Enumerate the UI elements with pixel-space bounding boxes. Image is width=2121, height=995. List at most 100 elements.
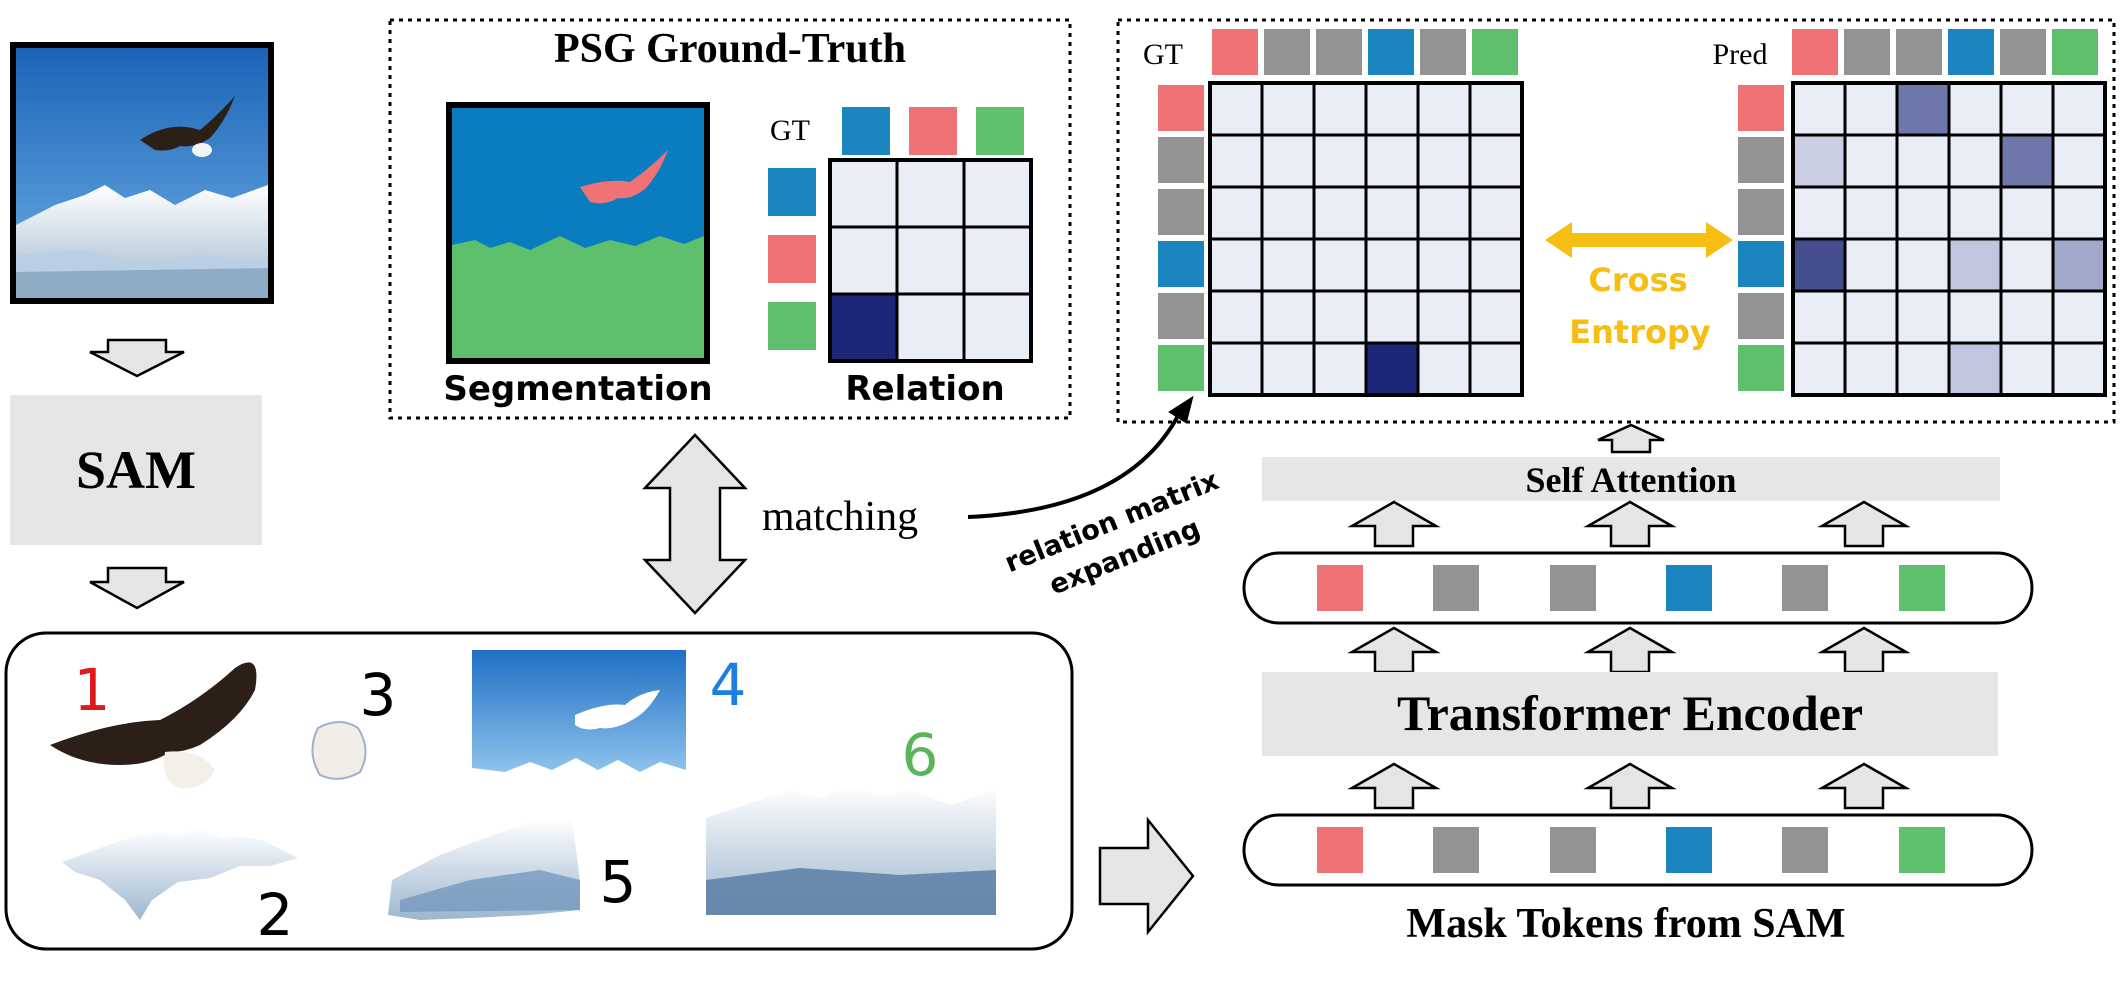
gt-matrix-cell-5-1 [1260, 341, 1316, 397]
mask-label-3: 3 [360, 661, 397, 729]
gt-side-swatch-2 [1158, 189, 1204, 235]
cross-entropy-line1: Cross [1588, 261, 1687, 299]
gt-matrix-cell-2-5 [1468, 185, 1524, 241]
pred-matrix-cell-4-4 [1999, 289, 2055, 345]
psg-side-colors [768, 168, 816, 350]
pred-matrix-border [1791, 81, 2107, 397]
pred-matrix-cell-5-3 [1947, 341, 2003, 397]
upper-token-2 [1550, 565, 1596, 611]
pred-header-swatch-1 [1844, 29, 1890, 75]
lower-token-1 [1433, 827, 1479, 873]
pred-side-swatch-4 [1738, 293, 1784, 339]
gt-matrix-cell-1-0 [1208, 133, 1264, 189]
gt-header-swatch-5 [1472, 29, 1518, 75]
pred-side-swatch-2 [1738, 189, 1784, 235]
gt-matrix-cell-2-2 [1312, 185, 1368, 241]
upper-token-1 [1433, 565, 1479, 611]
mask-label-5: 5 [600, 848, 637, 916]
gt-matrix-cell-3-1 [1260, 237, 1316, 293]
mask-eagle [50, 662, 257, 789]
pred-matrix-cell-2-5 [2051, 185, 2107, 241]
pred-matrix-cell-4-0 [1791, 289, 1847, 345]
up-arrow-middle-0 [1347, 626, 1441, 674]
pred-matrix-cell-2-3 [1947, 185, 2003, 241]
down-arrow-2 [89, 566, 185, 610]
pred-matrix-cell-3-5 [2051, 237, 2107, 293]
sam-box: SAM [10, 395, 262, 545]
mask-eagle-head [311, 721, 367, 780]
matching-arrow [642, 433, 748, 615]
up-arrow-lower-1 [1583, 762, 1677, 810]
self-attention-box: Self Attention [1262, 457, 2000, 501]
gt-header-swatch-0 [1212, 29, 1258, 75]
eagle-icon [140, 96, 235, 157]
psg-relation-cell-1-2 [962, 225, 1033, 296]
lower-token-4 [1782, 827, 1828, 873]
pred-matrix-cell-3-1 [1843, 237, 1899, 293]
up-arrow-self-attn [1597, 423, 1665, 454]
gt-matrix-cell-0-5 [1468, 81, 1524, 137]
mask-mountains-right [706, 785, 996, 915]
right-arrow [1098, 816, 1195, 936]
gt-matrix-cell-0-4 [1416, 81, 1472, 137]
psg-relation-cell-0-2 [962, 158, 1033, 229]
psg-relation-cell-2-2 [962, 292, 1033, 363]
gt-header-swatch-1 [1264, 29, 1310, 75]
up-arrows-lower [1347, 762, 1911, 810]
pred-matrix-cell-4-5 [2051, 289, 2107, 345]
pred-matrix-cell-5-1 [1843, 341, 1899, 397]
gt-matrix-cell-5-5 [1468, 341, 1524, 397]
gt-matrix-cell-2-3 [1364, 185, 1420, 241]
pred-matrix-cell-0-0 [1791, 81, 1847, 137]
gt-matrix-cell-5-2 [1312, 341, 1368, 397]
gt-matrix-cell-1-5 [1468, 133, 1524, 189]
pred-matrix-cell-1-2 [1895, 133, 1951, 189]
pred-matrix-cell-2-2 [1895, 185, 1951, 241]
mask-mountain-left [62, 828, 298, 920]
pred-matrix-cell-3-3 [1947, 237, 2003, 293]
psg-header-swatch-2 [976, 107, 1024, 155]
psg-header-swatch-1 [909, 107, 957, 155]
gt-side-swatch-4 [1158, 293, 1204, 339]
down-arrow-1 [89, 338, 185, 378]
pred-matrix-cell-0-2 [1895, 81, 1951, 137]
pred-matrix-cell-1-0 [1791, 133, 1847, 189]
pred-matrix-cell-1-3 [1947, 133, 2003, 189]
lower-token-2 [1550, 827, 1596, 873]
gt-matrix-cell-5-0 [1208, 341, 1264, 397]
pred-header-swatch-5 [2052, 29, 2098, 75]
sam-label: SAM [76, 440, 196, 500]
up-arrow-middle-1 [1583, 626, 1677, 674]
expand-arrow [967, 395, 1194, 519]
gt-matrix-label: GT [1143, 38, 1183, 71]
psg-header-colors [842, 107, 1024, 155]
psg-header-swatch-0 [842, 107, 890, 155]
pred-matrix-cell-4-2 [1895, 289, 1951, 345]
segmentation-label: Segmentation [443, 369, 712, 409]
pred-header-swatch-2 [1896, 29, 1942, 75]
segmentation-image [446, 102, 710, 364]
pred-matrix-cell-2-4 [1999, 185, 2055, 241]
gt-header-colors [1212, 29, 1518, 75]
psg-relation-cell-0-0 [828, 158, 899, 229]
pred-matrix-cell-3-0 [1791, 237, 1847, 293]
psg-relation-cell-1-0 [828, 225, 899, 296]
transformer-encoder-label: Transformer Encoder [1397, 685, 1863, 741]
pred-side-swatch-5 [1738, 345, 1784, 391]
gt-matrix-cell-3-3 [1364, 237, 1420, 293]
cross-entropy-arrow [1545, 222, 1733, 258]
up-arrow-upper-0 [1347, 500, 1441, 548]
gt-matrix-cell-0-0 [1208, 81, 1264, 137]
gt-matrix-cell-4-1 [1260, 289, 1316, 345]
gt-matrix-cell-1-1 [1260, 133, 1316, 189]
up-arrow-lower-2 [1817, 762, 1911, 810]
mask-label-4: 4 [710, 651, 747, 719]
pred-header-swatch-0 [1792, 29, 1838, 75]
psg-relation-cell-1-1 [895, 225, 966, 296]
gt-relation-matrix [1208, 81, 1524, 397]
gt-header-swatch-4 [1420, 29, 1466, 75]
gt-matrix-cell-2-0 [1208, 185, 1264, 241]
psg-relation-cell-2-0 [828, 292, 899, 363]
token-row-lower [1242, 813, 2034, 887]
gt-matrix-cell-4-3 [1364, 289, 1420, 345]
